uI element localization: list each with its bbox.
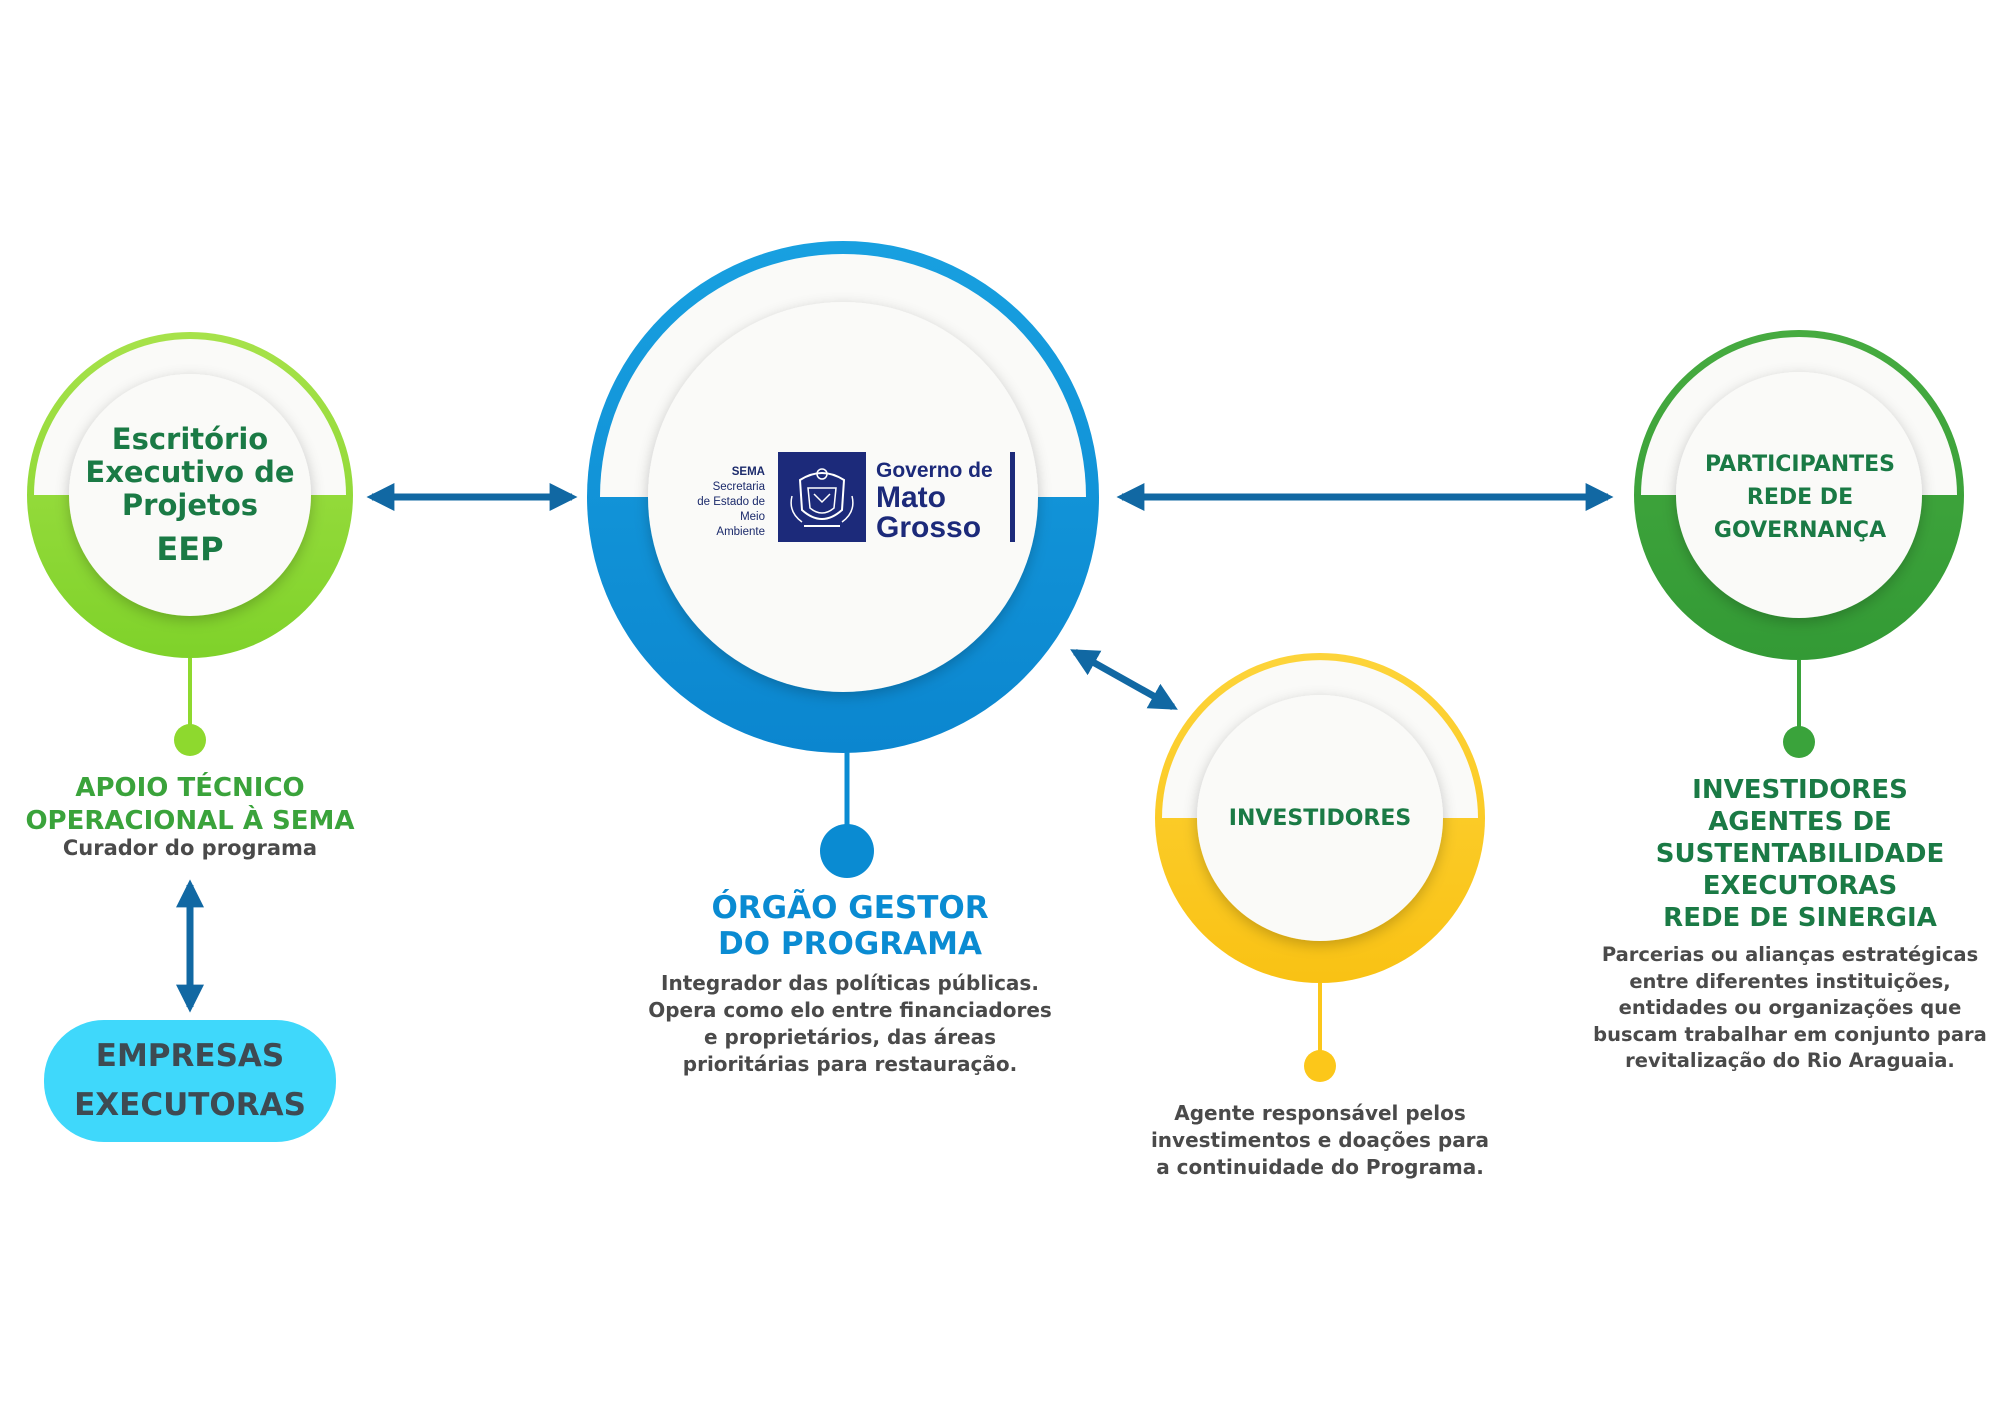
eep-title-line: Projetos xyxy=(121,488,259,522)
participantes-label: PARTICIPANTES REDE DE GOVERNANÇA xyxy=(1640,448,1960,547)
orgao-gestor-description: Integrador das políticas públicas. Opera… xyxy=(600,970,1100,1078)
right-title-line: REDE DE SINERGIA xyxy=(1663,903,1937,933)
investidores-circle xyxy=(1155,653,1485,983)
eep-title-line: Executivo de xyxy=(85,455,295,489)
right-title-line: SUSTENTABILIDADE xyxy=(1655,839,1945,869)
eep-connector-dot xyxy=(174,724,206,756)
right-desc-line: entidades ou organizações que xyxy=(1618,996,1962,1019)
empresas-line: EXECUTORAS xyxy=(74,1087,306,1123)
orgao-desc-line: Integrador das políticas públicas. xyxy=(661,971,1039,995)
right-desc-line: revitalização do Rio Araguaia. xyxy=(1625,1049,1955,1072)
arrow-orgao-investidores xyxy=(1070,648,1178,711)
right-desc-line: Parcerias ou alianças estratégicas xyxy=(1601,943,1979,966)
right-title-line: EXECUTORAS xyxy=(1702,871,1898,901)
sema-line: de Estado de xyxy=(697,496,765,508)
coat-of-arms-icon xyxy=(778,452,866,542)
gov-line: Governo de xyxy=(876,459,993,482)
part-label-line: PARTICIPANTES xyxy=(1704,452,1896,477)
sema-logo-text: SEMA Secretaria de Estado de Meio Ambien… xyxy=(690,465,765,540)
participantes-connector-dot xyxy=(1783,726,1815,758)
orgao-desc-line: e proprietários, das áreas xyxy=(703,1025,997,1049)
part-label-line: GOVERNANÇA xyxy=(1713,518,1887,543)
rede-sinergia-title: INVESTIDORES AGENTES DE SUSTENTABILIDADE… xyxy=(1620,774,1980,934)
apoio-title-line: APOIO TÉCNICO xyxy=(75,773,305,803)
governo-mato-grosso-logo-text: Governo de Mato Grosso xyxy=(876,458,993,543)
right-desc-line: buscam trabalhar em conjunto para xyxy=(1593,1022,1987,1046)
inv-desc-line: investimentos e doações para xyxy=(1150,1128,1490,1152)
apoio-tecnico-title: APOIO TÉCNICO OPERACIONAL À SEMA xyxy=(10,772,370,838)
empresas-line: EMPRESAS xyxy=(95,1038,285,1074)
apoio-title-line: OPERACIONAL À SEMA xyxy=(25,806,355,836)
empresas-executoras-label: EMPRESAS EXECUTORAS xyxy=(74,1032,306,1130)
rede-sinergia-description: Parcerias ou alianças estratégicas entre… xyxy=(1585,942,1995,1075)
inv-desc-line: Agente responsável pelos xyxy=(1174,1101,1466,1125)
curador-subtitle: Curador do programa xyxy=(62,836,318,860)
orgao-connector-dot xyxy=(820,824,874,878)
logo-divider-bar xyxy=(1010,452,1015,542)
eep-title-line: Escritório xyxy=(111,422,269,456)
investidores-connector-dot xyxy=(1304,1050,1336,1082)
orgao-desc-line: Opera como elo entre financiadores xyxy=(648,998,1052,1022)
empresas-executoras-pill: EMPRESAS EXECUTORAS xyxy=(44,1020,336,1142)
gov-line: Grosso xyxy=(876,511,982,544)
sema-acronym: SEMA xyxy=(731,466,765,478)
orgao-title-line: DO PROGRAMA xyxy=(718,926,982,962)
eep-title: Escritório Executivo de Projetos xyxy=(60,423,320,522)
right-desc-line: entre diferentes instituições, xyxy=(1629,969,1951,993)
participantes-circle xyxy=(1634,330,1964,660)
right-title-line: INVESTIDORES xyxy=(1692,775,1908,805)
sema-line: Meio Ambiente xyxy=(716,511,765,538)
gov-line: Mato xyxy=(876,481,946,514)
part-label-line: REDE DE xyxy=(1746,485,1854,510)
orgao-title-line: ÓRGÃO GESTOR xyxy=(711,890,989,926)
eep-circle xyxy=(27,332,353,658)
orgao-gestor-title: ÓRGÃO GESTOR DO PROGRAMA xyxy=(640,890,1060,962)
orgao-desc-line: prioritárias para restauração. xyxy=(682,1052,1018,1076)
investidores-description: Agente responsável pelos investimentos e… xyxy=(1130,1100,1510,1181)
eep-acronym: EEP xyxy=(156,530,224,568)
investidores-label: INVESTIDORES xyxy=(1228,806,1412,831)
sema-line: Secretaria xyxy=(712,481,765,493)
inv-desc-line: a continuidade do Programa. xyxy=(1156,1155,1484,1179)
right-title-line: AGENTES DE xyxy=(1708,807,1892,837)
